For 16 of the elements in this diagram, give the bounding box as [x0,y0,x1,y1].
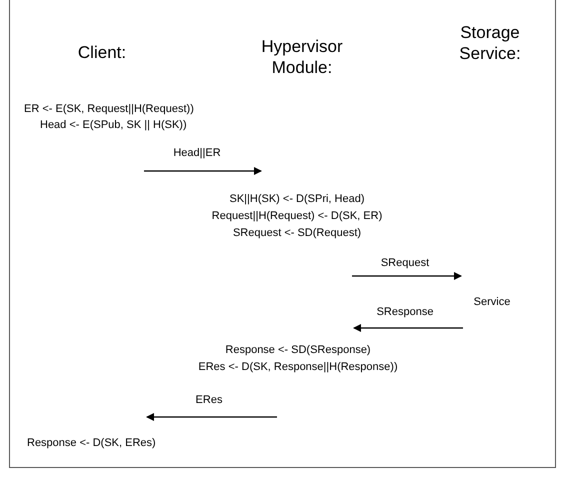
column-heading: Client: [76,42,128,63]
message-label: SRequest [380,256,430,270]
message-label: Head||ER [173,146,221,160]
column-heading: Storage Service: [458,22,522,64]
computation-text: Response <- SD(SResponse) [225,343,371,357]
computation-text: ER <- E(SK, Request||H(Request)) [24,102,194,116]
computation-text: Request||H(Request) <- D(SK, ER) [212,209,382,223]
message-label: SResponse [376,305,434,319]
computation-text: SRequest <- SD(Request) [232,226,362,240]
computation-text: SK||H(SK) <- D(SPri, Head) [230,192,364,206]
message-label: ERes [196,393,222,407]
computation-text: Response <- D(SK, ERes) [27,436,156,450]
computation-text: Head <- E(SPub, SK || H(SK)) [40,118,187,132]
computation-text: Service [474,295,510,309]
column-heading: Hypervisor Module: [260,36,344,78]
computation-text: ERes <- D(SK, Response||H(Response)) [198,360,398,374]
